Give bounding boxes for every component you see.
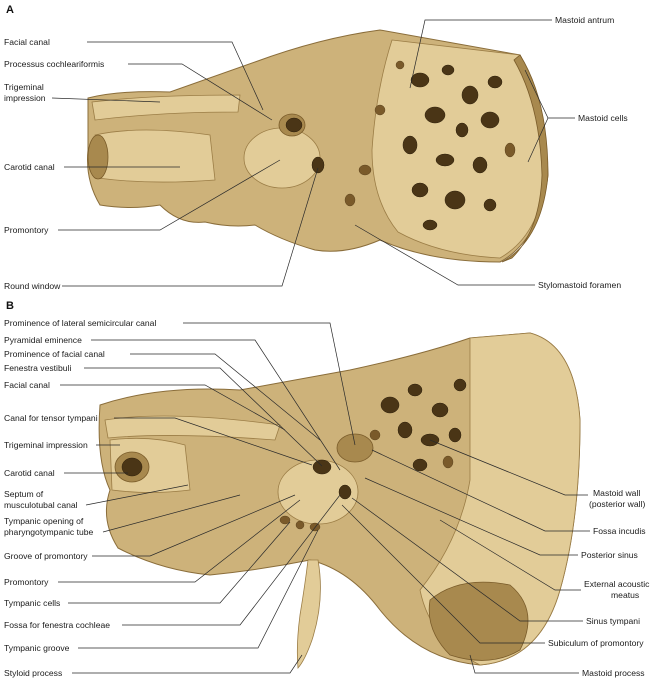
label-b-prominence-facial-canal: Prominence of facial canal: [4, 349, 105, 359]
leader-b-subiculum-promontory: [341, 504, 545, 644]
leader-b-mastoid-process: [469, 654, 579, 674]
panel-label-a: A: [6, 4, 14, 16]
label-b-pyramidal-eminence: Pyramidal eminence: [4, 335, 82, 345]
leader-b-prominence-lateral-semicircular-canal: [183, 322, 356, 446]
leader-b-tympanic-cells: [68, 521, 291, 604]
panel-b-labels: Prominence of lateral semicircular canal…: [4, 318, 650, 678]
leader-a-mastoid-cells-2: [527, 117, 549, 163]
label-b-septum-line1: Septum of: [4, 489, 44, 499]
leader-a-mastoid-antrum: [409, 19, 552, 89]
leader-b-groove-promontory: [92, 494, 296, 557]
panel-a-illustration: [87, 29, 549, 263]
leader-b-septum: [85, 484, 189, 506]
panel-b-illustration: [98, 332, 581, 669]
label-b-fossa-fenestra-cochleae: Fossa for fenestra cochleae: [4, 620, 110, 630]
leader-b-mastoid-wall: [429, 439, 588, 496]
label-b-fossa-incudis: Fossa incudis: [593, 526, 646, 536]
label-a-carotid-canal: Carotid canal: [4, 162, 55, 172]
leader-b-prominence-facial-canal: [130, 353, 321, 441]
label-a-mastoid-antrum: Mastoid antrum: [555, 15, 614, 25]
label-a-promontory: Promontory: [4, 225, 49, 235]
label-b-subiculum-promontory: Subiculum of promontory: [548, 638, 644, 648]
label-b-septum-line2: musculotubal canal: [4, 500, 78, 510]
label-b-tympanic-groove: Tympanic groove: [4, 643, 70, 653]
leader-a-facial-canal: [87, 41, 264, 111]
leader-b-promontory: [58, 499, 301, 583]
label-a-stylomastoid-foramen: Stylomastoid foramen: [538, 280, 621, 290]
label-b-tympanic-opening-line2: pharyngotympanic tube: [4, 527, 94, 537]
label-b-promontory: Promontory: [4, 577, 49, 587]
leader-b-fossa-incudis: [371, 449, 590, 532]
label-b-fenestra-vestibuli: Fenestra vestibuli: [4, 363, 71, 373]
label-b-tympanic-opening-line1: Tympanic opening of: [4, 516, 84, 526]
leader-b-external-acoustic: [439, 519, 581, 591]
label-a-trigeminal-impression-line1: Trigeminal: [4, 82, 44, 92]
leader-b-sinus-tympani: [351, 497, 583, 622]
label-b-tympanic-cells: Tympanic cells: [4, 598, 60, 608]
leader-a-promontory: [58, 159, 281, 231]
label-a-trigeminal-impression-line2: impression: [4, 93, 46, 103]
label-b-external-acoustic-line1: External acoustic: [584, 579, 650, 589]
label-b-trigeminal-impression: Trigeminal impression: [4, 440, 88, 450]
panel-a-labels: Facial canal Processus cochleariformis T…: [4, 15, 628, 291]
label-b-mastoid-wall-line2: (posterior wall): [589, 499, 645, 509]
label-b-mastoid-process: Mastoid process: [582, 668, 645, 678]
label-a-mastoid-cells: Mastoid cells: [578, 113, 628, 123]
leader-b-fossa-fenestra-cochleae: [122, 494, 341, 626]
label-b-carotid-canal: Carotid canal: [4, 468, 55, 478]
leader-b-styloid-process: [72, 654, 303, 674]
leader-a-round-window: [62, 167, 319, 287]
leader-a-processus-cochleariformis: [128, 63, 273, 121]
label-b-groove-promontory: Groove of promontory: [4, 551, 88, 561]
leader-b-pyramidal-eminence: [91, 339, 341, 471]
leader-b-tympanic-groove: [78, 529, 319, 649]
panel-label-b: B: [6, 300, 14, 312]
label-a-round-window: Round window: [4, 281, 61, 291]
label-b-posterior-sinus: Posterior sinus: [581, 550, 638, 560]
leader-a-stylomastoid-foramen: [354, 224, 535, 286]
label-b-styloid-process: Styloid process: [4, 668, 62, 678]
leader-b-facial-canal: [60, 384, 286, 431]
label-a-facial-canal: Facial canal: [4, 37, 50, 47]
label-b-external-acoustic-line2: meatus: [611, 590, 639, 600]
label-b-mastoid-wall-line1: Mastoid wall: [593, 488, 640, 498]
label-a-processus-cochleariformis: Processus cochleariformis: [4, 59, 104, 69]
leader-b-canal-tensor-tympani: [114, 417, 313, 466]
label-b-prominence-lateral-semicircular-canal: Prominence of lateral semicircular canal: [4, 318, 156, 328]
leader-b-posterior-sinus: [364, 477, 578, 556]
label-b-sinus-tympani: Sinus tympani: [586, 616, 640, 626]
label-b-facial-canal: Facial canal: [4, 380, 50, 390]
leader-b-fenestra-vestibuli: [84, 367, 323, 467]
label-b-canal-tensor-tympani: Canal for tensor tympani: [4, 413, 98, 423]
leader-a-trigeminal-impression: [51, 97, 161, 103]
leader-b-tympanic-opening: [102, 494, 241, 533]
